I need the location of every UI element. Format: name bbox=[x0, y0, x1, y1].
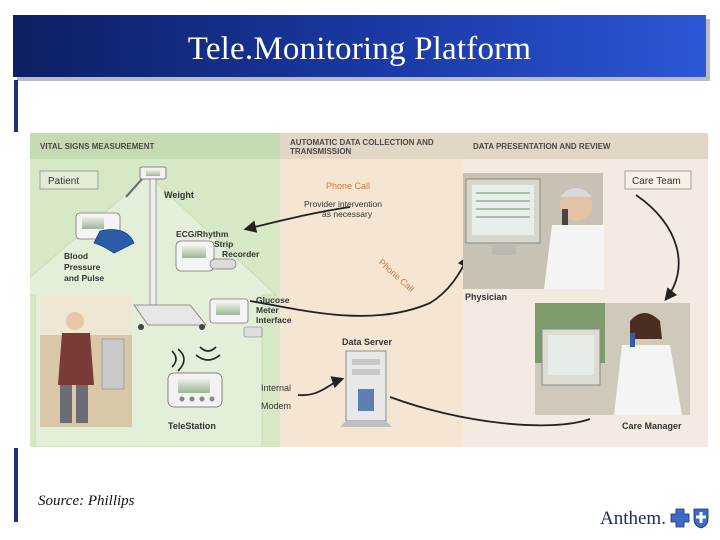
flow-arrow-server-to-physician bbox=[249, 254, 470, 317]
flow-arrow-care-team-return bbox=[635, 194, 680, 301]
flow-arrow-modem-to-server bbox=[297, 376, 345, 396]
modem-label: Modem bbox=[261, 401, 291, 411]
telemonitoring-diagram: VITAL SIGNS MEASUREMENT AUTOMATIC DATA C… bbox=[30, 133, 708, 447]
telestation-label: TeleStation bbox=[168, 421, 216, 431]
flow-arrow-care-manager-loop bbox=[389, 396, 591, 427]
care-team-tag bbox=[624, 170, 692, 190]
section-header-vital-signs: VITAL SIGNS MEASUREMENT bbox=[40, 142, 154, 151]
phone-call-top-label: Phone Call bbox=[326, 181, 370, 191]
intervention-label-1: Provider intervention bbox=[304, 199, 382, 209]
slide-title: Tele.Monitoring Platform bbox=[187, 31, 532, 67]
flow-arrow-intervention-to-home bbox=[243, 206, 351, 233]
left-accent-rule-top bbox=[14, 80, 18, 132]
left-accent-rule-bottom bbox=[14, 448, 18, 522]
ecg-label-2: Strip bbox=[214, 239, 233, 249]
patient-photo bbox=[40, 295, 132, 427]
anthem-logo-text: Anthem. bbox=[600, 508, 666, 529]
ecg-label-3: Recorder bbox=[222, 249, 260, 259]
wireless-signal-icon bbox=[171, 346, 221, 372]
glucose-label-2: Meter bbox=[256, 305, 279, 315]
blood-pressure-monitor-icon bbox=[75, 212, 135, 254]
care-manager-photo bbox=[535, 303, 690, 415]
blood-pressure-label-3: and Pulse bbox=[64, 273, 104, 283]
internal-label: Internal bbox=[261, 383, 291, 393]
ecg-recorder-icon bbox=[175, 240, 237, 272]
glucose-label-1: Glucose bbox=[256, 295, 290, 305]
section-header-data-collection: AUTOMATIC DATA COLLECTION AND TRANSMISSI… bbox=[290, 138, 434, 156]
weight-scale-icon bbox=[125, 166, 207, 330]
care-team-label: Care Team bbox=[632, 176, 681, 187]
blood-pressure-label-2: Pressure bbox=[64, 262, 101, 272]
care-manager-label: Care Manager bbox=[622, 421, 682, 431]
patient-label: Patient bbox=[48, 176, 79, 187]
data-server-label: Data Server bbox=[342, 337, 393, 347]
title-bar: Tele.Monitoring Platform bbox=[13, 15, 706, 77]
glucose-meter-icon bbox=[209, 298, 263, 338]
weight-label: Weight bbox=[164, 190, 194, 200]
intervention-label-2: as necessary bbox=[322, 209, 373, 219]
source-caption: Source: Phillips bbox=[38, 493, 135, 509]
telestation-icon bbox=[167, 372, 223, 408]
physician-label: Physician bbox=[465, 292, 507, 302]
glucose-label-3: Interface bbox=[256, 315, 292, 325]
section-header-data-presentation: DATA PRESENTATION AND REVIEW bbox=[473, 142, 611, 151]
physician-photo bbox=[463, 173, 604, 289]
ecg-label-1: ECG/Rhythm bbox=[176, 229, 229, 239]
blood-pressure-label-1: Blood bbox=[64, 251, 88, 261]
data-server-icon bbox=[340, 350, 392, 427]
patient-tag bbox=[39, 170, 99, 190]
anthem-cross-shield-logo bbox=[670, 508, 709, 529]
